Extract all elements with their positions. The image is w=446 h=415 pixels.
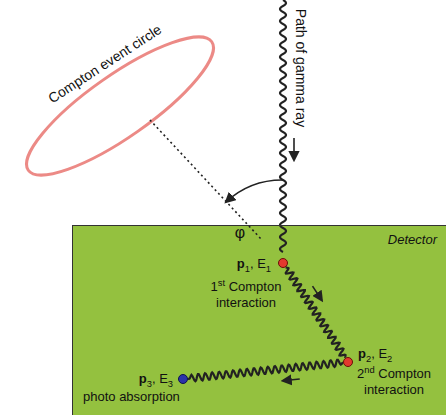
- point-label: p1, E1: [237, 256, 271, 272]
- point-label: p3, E3: [139, 371, 173, 387]
- direction-arrow: [293, 138, 295, 160]
- angle-arc: [226, 180, 283, 202]
- photon-track: [188, 360, 343, 381]
- direction-arrow: [283, 379, 300, 381]
- angle-symbol: φ: [235, 223, 245, 242]
- circle-label: Compton event circle: [45, 21, 164, 107]
- region-label: Detector: [388, 232, 437, 248]
- interaction-point: p1, E11st Compton interaction: [278, 258, 288, 268]
- point-label: p2, E2: [358, 346, 392, 362]
- interaction-label: 2nd Compton interaction: [352, 366, 436, 397]
- cone-axis: [150, 120, 262, 240]
- direction-arrow: [313, 286, 322, 300]
- wavy-track: [286, 267, 346, 358]
- photon-track: [286, 267, 346, 358]
- path-label: Path of gamma ray: [293, 9, 310, 127]
- interaction-label: 1st Compton interaction: [206, 279, 286, 310]
- compton-event-circle: [10, 16, 229, 195]
- detector-fill: [72, 225, 446, 415]
- interaction-label: photo absorption: [83, 389, 180, 405]
- gamma-ray-path: [280, 0, 286, 252]
- interaction-point: p3, E3photo absorption: [178, 374, 188, 384]
- interaction-point: p2, E22nd Compton interaction: [343, 357, 353, 367]
- wavy-track: [188, 360, 343, 381]
- detector-region: p1, E11st Compton interactionp2, E22nd C…: [72, 225, 446, 415]
